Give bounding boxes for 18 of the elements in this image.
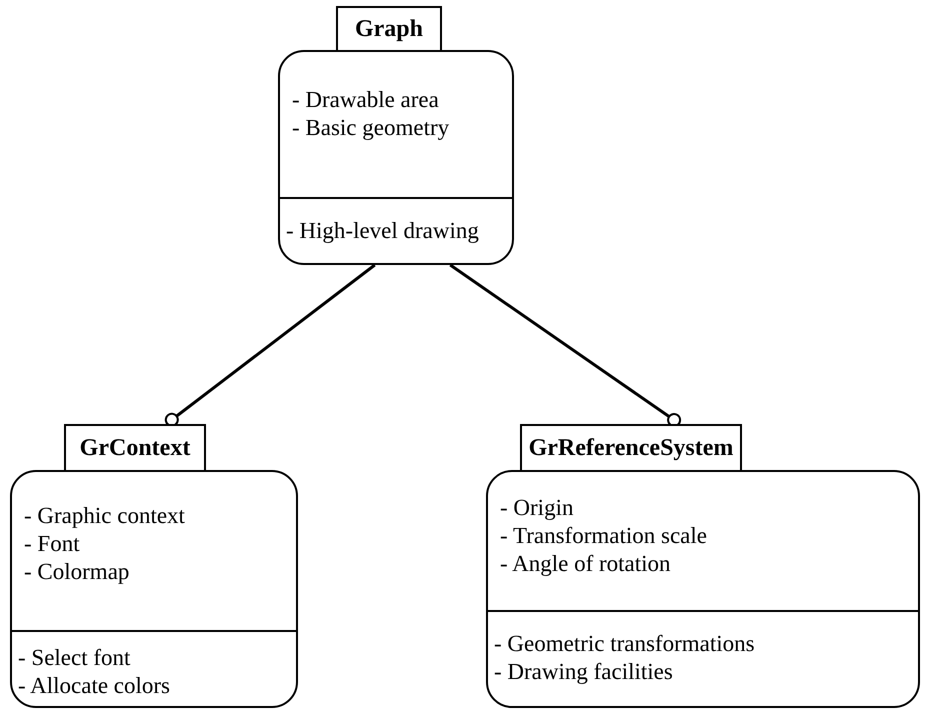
- operation-text: - Geometric transformations: [494, 630, 755, 658]
- attribute-text: - Font: [24, 530, 80, 558]
- class-name-tab: GrReferenceSystem: [520, 424, 742, 472]
- attribute-text: - Basic geometry: [292, 114, 450, 142]
- class-name-tab: GrContext: [64, 424, 206, 472]
- association-line: [449, 264, 682, 427]
- attribute-text: - Origin: [500, 494, 574, 522]
- association-line: [164, 264, 376, 427]
- operation-text: - High-level drawing: [286, 217, 479, 245]
- attribute-text: - Colormap: [24, 558, 130, 586]
- attribute-text: - Drawable area: [292, 86, 439, 114]
- class-name-tab: Graph: [336, 6, 442, 52]
- operation-text: - Allocate colors: [18, 672, 170, 700]
- attribute-text: - Angle of rotation: [500, 550, 671, 578]
- attribute-text: - Graphic context: [24, 502, 185, 530]
- operation-text: - Drawing facilities: [494, 658, 673, 686]
- attribute-text: - Transformation scale: [500, 522, 707, 550]
- operation-text: - Select font: [18, 644, 130, 672]
